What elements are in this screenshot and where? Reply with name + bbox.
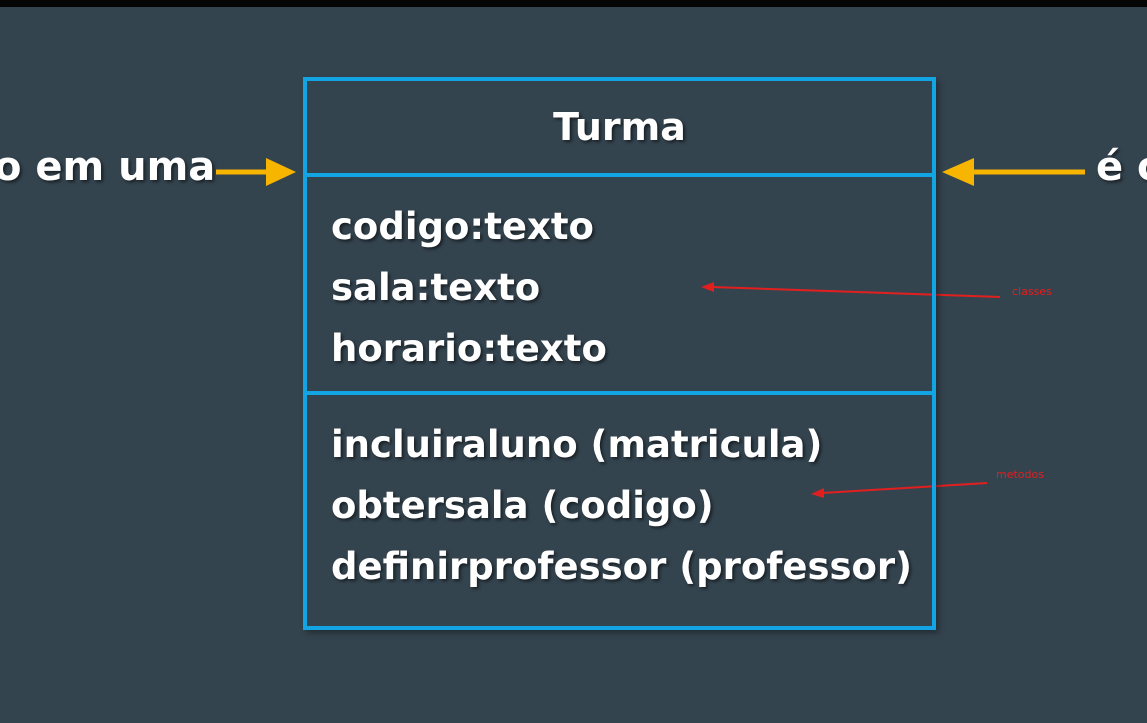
method-item: definirprofessor (professor) xyxy=(331,545,913,588)
right-caption: é c xyxy=(1096,144,1147,190)
attribute-item: horario:texto xyxy=(331,327,607,370)
method-item: incluiraluno (matricula) xyxy=(331,423,823,466)
attribute-item: sala:texto xyxy=(331,266,541,309)
attributes-divider xyxy=(307,391,932,395)
methods-note: metodos xyxy=(996,468,1044,481)
left-caption: o em uma xyxy=(0,144,216,190)
attribute-item: codigo:texto xyxy=(331,205,594,248)
class-name: Turma xyxy=(553,105,686,149)
right-pointer-arrow xyxy=(942,158,1085,186)
name-divider xyxy=(307,173,932,177)
attributes-annotation-arrow xyxy=(701,282,1001,298)
uml-class-box: Turma codigo:texto sala:texto horario:te… xyxy=(303,77,936,630)
methods-annotation-arrow xyxy=(811,482,988,498)
method-item: obtersala (codigo) xyxy=(331,484,714,527)
left-pointer-arrow xyxy=(216,158,296,186)
top-black-bar xyxy=(0,0,1147,7)
attributes-note: classes xyxy=(1012,285,1052,298)
